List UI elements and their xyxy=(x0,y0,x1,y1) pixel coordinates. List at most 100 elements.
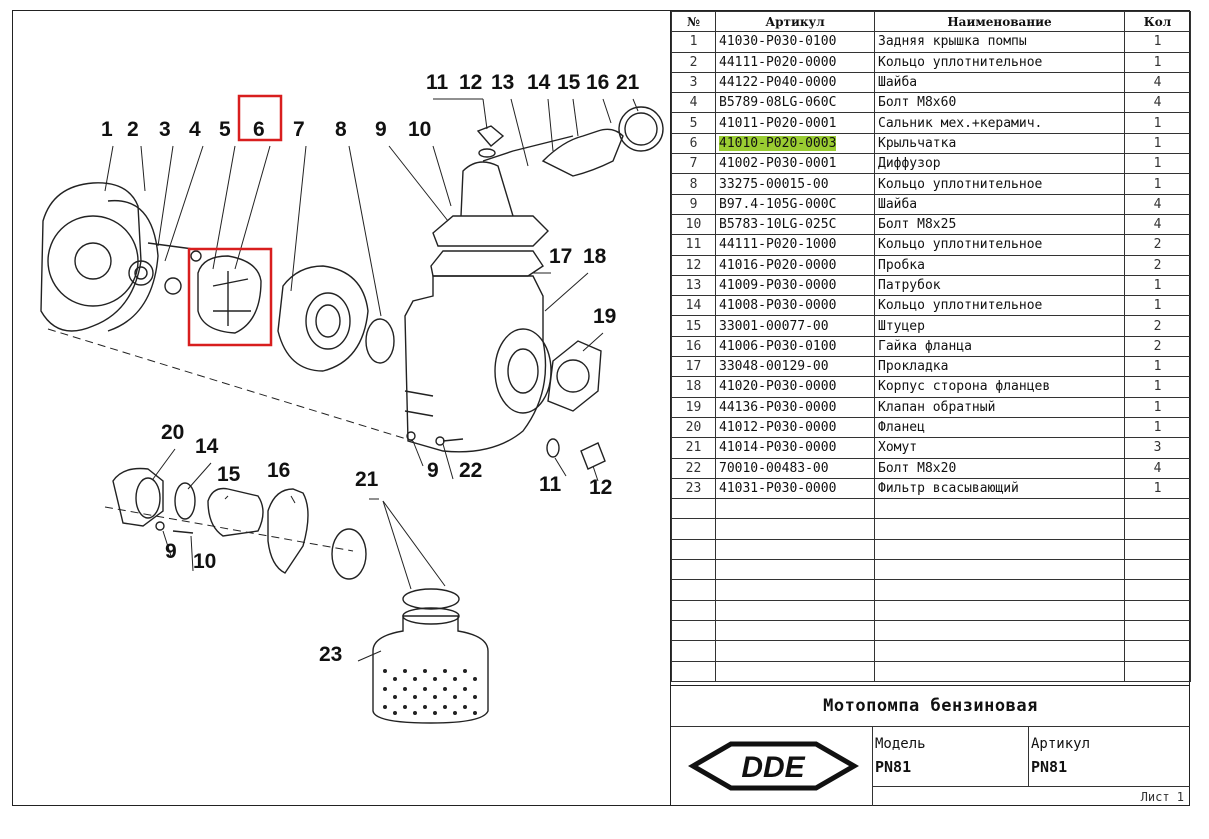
cell-name: Штуцер xyxy=(874,315,1125,337)
callout-label: 15 xyxy=(557,71,581,94)
empty-cell xyxy=(715,498,875,520)
cell-num: 12 xyxy=(671,254,716,276)
cell-art: 41030-P030-0100 xyxy=(715,31,875,53)
cell-num: 6 xyxy=(671,132,716,155)
column-header-name: Наименование xyxy=(874,10,1125,33)
cell-qty: 4 xyxy=(1124,71,1191,94)
cell-name: Болт M8x20 xyxy=(874,457,1125,479)
callout-label: 11 xyxy=(426,71,449,94)
cell-num: 10 xyxy=(671,213,716,236)
empty-cell xyxy=(671,619,716,642)
cell-art: 41011-P020-0001 xyxy=(715,112,875,134)
artikul-label: Артикул xyxy=(1031,736,1091,752)
o-ring-part xyxy=(107,199,159,332)
callout-label: 18 xyxy=(583,245,607,268)
cell-num: 16 xyxy=(671,335,716,358)
callout-label: 12 xyxy=(459,71,482,94)
cell-art: 44136-P030-0000 xyxy=(715,396,875,418)
cell-qty: 2 xyxy=(1124,315,1191,337)
cell-name: Задняя крышка помпы xyxy=(874,31,1125,53)
cell-num: 9 xyxy=(671,193,716,215)
cell-num: 18 xyxy=(671,376,716,398)
cell-qty: 2 xyxy=(1124,234,1191,256)
cell-qty: 1 xyxy=(1124,112,1191,134)
artikul-value: PN81 xyxy=(1031,758,1068,776)
empty-cell xyxy=(1124,538,1191,561)
cell-num: 20 xyxy=(671,416,716,439)
pump-casing-part xyxy=(404,275,547,453)
empty-cell xyxy=(715,640,875,662)
cell-name: Клапан обратный xyxy=(874,396,1125,418)
cell-name: Болт M8x25 xyxy=(874,213,1125,236)
cell-art: 41012-P030-0000 xyxy=(715,416,875,439)
cell-qty: 4 xyxy=(1124,193,1191,215)
empty-table-row xyxy=(671,559,1191,581)
cell-name: Патрубок xyxy=(874,274,1125,297)
cell-name: Кольцо уплотнительное xyxy=(874,51,1125,73)
bolt-part xyxy=(147,242,194,250)
cell-art: B5789-08LG-060C xyxy=(715,92,875,114)
cell-art: B97.4-105G-000C xyxy=(715,193,875,215)
cell-num: 11 xyxy=(671,234,716,256)
cell-name: Кольцо уплотнительное xyxy=(874,173,1125,195)
cell-name: Шайба xyxy=(874,193,1125,215)
cell-qty: 1 xyxy=(1124,295,1191,317)
empty-table-row xyxy=(671,538,1191,561)
callout-label: 14 xyxy=(195,435,219,458)
empty-cell xyxy=(874,640,1125,662)
cell-num: 5 xyxy=(671,112,716,134)
empty-table-row xyxy=(671,518,1191,540)
cell-name: Шайба xyxy=(874,71,1125,94)
exploded-view-diagram: 1 2 3 4 5 6 7 8 9 10 11 12 13 14 15 16 2… xyxy=(13,11,670,807)
empty-cell xyxy=(1124,559,1191,581)
cell-qty: 1 xyxy=(1124,356,1191,378)
empty-cell xyxy=(874,498,1125,520)
model-cell: Модель PN81 xyxy=(872,726,1029,787)
cell-num: 19 xyxy=(671,396,716,418)
cell-art: 44111-P020-1000 xyxy=(715,234,875,256)
cell-num: 22 xyxy=(671,457,716,479)
empty-cell xyxy=(1124,640,1191,662)
cell-art: B5783-10LG-025C xyxy=(715,213,875,236)
callout-6-highlight xyxy=(237,94,283,142)
empty-cell xyxy=(715,538,875,561)
model-label: Модель xyxy=(875,736,926,752)
rear-cover-ring xyxy=(47,215,139,307)
cell-num: 21 xyxy=(671,437,716,459)
cell-num: 3 xyxy=(671,71,716,94)
empty-table-row xyxy=(671,599,1191,621)
sheet-number: Лист 1 xyxy=(1140,790,1184,804)
cell-art: 33001-00077-00 xyxy=(715,315,875,337)
o-ring-8-part xyxy=(365,318,395,364)
cell-qty: 1 xyxy=(1124,396,1191,418)
cell-name: Кольцо уплотнительное xyxy=(874,234,1125,256)
rear-cover-part xyxy=(40,182,142,332)
cell-num: 4 xyxy=(671,92,716,114)
empty-cell xyxy=(671,660,716,682)
cell-num: 23 xyxy=(671,477,716,500)
empty-cell xyxy=(715,579,875,601)
cell-num: 1 xyxy=(671,31,716,53)
callout-label: 23 xyxy=(319,643,342,666)
cell-num: 8 xyxy=(671,173,716,195)
empty-cell xyxy=(671,599,716,621)
callout-label: 10 xyxy=(193,550,216,573)
cell-name: Кольцо уплотнительное xyxy=(874,295,1125,317)
cell-qty: 2 xyxy=(1124,335,1191,358)
cell-art: 44122-P040-0000 xyxy=(715,71,875,94)
empty-cell xyxy=(874,660,1125,682)
empty-cell xyxy=(874,538,1125,561)
cell-qty: 1 xyxy=(1124,31,1191,53)
cell-qty: 1 xyxy=(1124,51,1191,73)
empty-cell xyxy=(715,619,875,642)
